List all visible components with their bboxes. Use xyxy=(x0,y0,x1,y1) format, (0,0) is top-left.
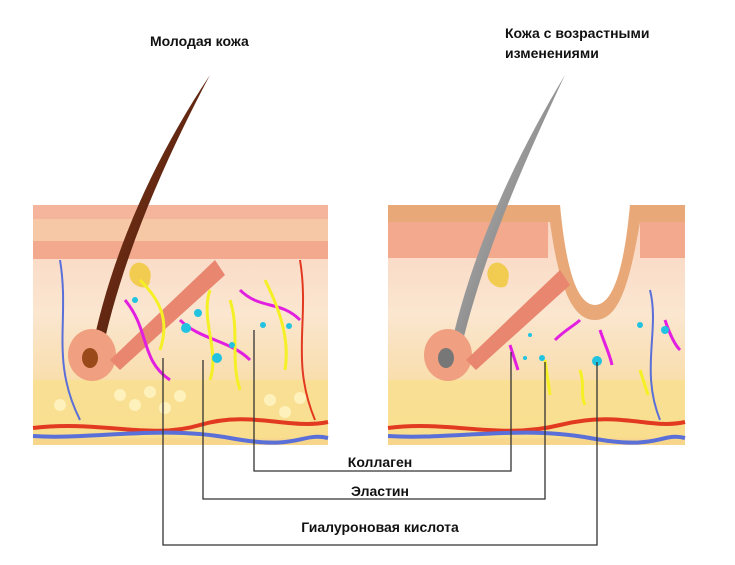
legend-leader-lines xyxy=(162,330,598,546)
aged-skin-title-line1: Кожа с возрастными xyxy=(505,25,650,41)
elastin-label: Эластин xyxy=(351,483,409,499)
hyaluronic-acid-label: Гиалуроновая кислота xyxy=(301,519,459,535)
young-skin-title: Молодая кожа xyxy=(150,33,249,49)
aged-skin-panel xyxy=(387,75,686,445)
aged-skin-title-line2: изменениями xyxy=(505,45,599,61)
hyaluronic-leader-line xyxy=(162,358,598,546)
elastin-leader-line xyxy=(202,360,546,500)
collagen-leader-line xyxy=(253,330,512,472)
young-skin-panel xyxy=(32,75,329,445)
collagen-label: Коллаген xyxy=(347,454,413,470)
